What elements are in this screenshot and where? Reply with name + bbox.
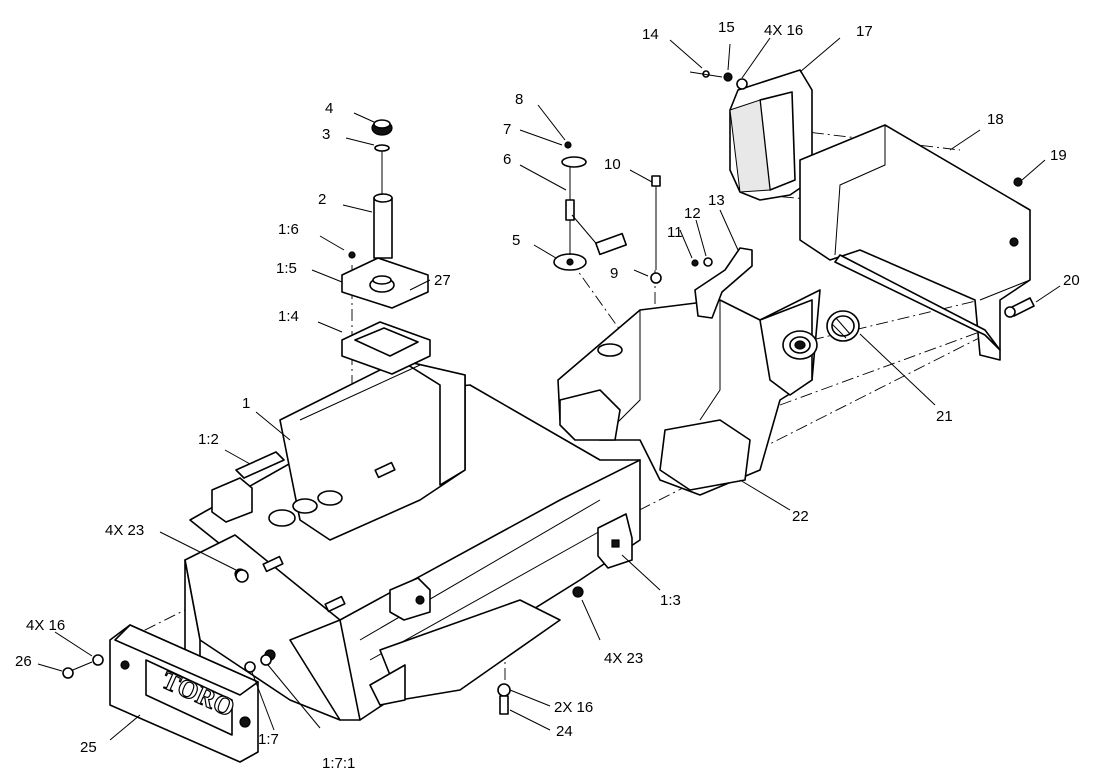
callout-17: 17 — [856, 23, 873, 40]
callout-7: 7 — [503, 121, 511, 138]
callout-1-7-1: 1:7:1 — [322, 755, 355, 772]
bolt-20 — [1004, 297, 1035, 318]
callout-4x16-top: 4X 16 — [764, 22, 803, 39]
callout-27: 27 — [434, 272, 451, 289]
callout-1-3: 1:3 — [660, 592, 681, 609]
callout-6: 6 — [503, 151, 511, 168]
callout-labels: 4 3 2 1:6 1:5 27 1:4 1 1:2 4X 23 8 7 6 5… — [15, 19, 1080, 772]
callout-8: 8 — [515, 91, 523, 108]
plate-1-5 — [341, 251, 429, 309]
callout-4x23-left: 4X 23 — [105, 522, 144, 539]
callout-14: 14 — [642, 26, 659, 43]
gasket-1-4 — [341, 321, 431, 375]
callout-1: 1 — [242, 395, 250, 412]
leader-lines — [37, 37, 1061, 741]
fuel-tank — [557, 289, 821, 496]
callout-20: 20 — [1063, 272, 1080, 289]
callout-4x16-left: 4X 16 — [26, 617, 65, 634]
front-guard-25: TORO — [109, 624, 259, 763]
bracket-13 — [691, 247, 753, 319]
callout-1-6: 1:6 — [278, 221, 299, 238]
callout-3: 3 — [322, 126, 330, 143]
callout-5: 5 — [512, 232, 520, 249]
callout-21: 21 — [936, 408, 953, 425]
callout-22: 22 — [792, 508, 809, 525]
callout-2x16: 2X 16 — [554, 699, 593, 716]
fuel-sender — [553, 141, 662, 284]
callout-13: 13 — [708, 192, 725, 209]
callout-4x23-right: 4X 23 — [604, 650, 643, 667]
bracket-17 — [689, 69, 813, 201]
frame-assembly — [184, 359, 641, 721]
callout-1-2: 1:2 — [198, 431, 219, 448]
callout-24: 24 — [556, 723, 573, 740]
callout-2: 2 — [318, 191, 326, 208]
fuel-cap-21 — [826, 310, 860, 342]
hardware — [62, 586, 584, 715]
callout-10: 10 — [604, 156, 621, 173]
bracket-18 — [799, 124, 1031, 361]
callout-15: 15 — [718, 19, 735, 36]
callout-11: 11 — [667, 224, 683, 241]
callout-18: 18 — [987, 111, 1004, 128]
callout-26: 26 — [15, 653, 32, 670]
callout-19: 19 — [1050, 147, 1067, 164]
callout-1-7: 1:7 — [258, 731, 279, 748]
callout-12: 12 — [684, 205, 701, 222]
callout-1-5: 1:5 — [276, 260, 297, 277]
callout-1-4: 1:4 — [278, 308, 299, 325]
callout-4: 4 — [325, 100, 333, 117]
filler-neck — [371, 119, 393, 259]
callout-9: 9 — [610, 265, 618, 282]
callout-25: 25 — [80, 739, 97, 756]
